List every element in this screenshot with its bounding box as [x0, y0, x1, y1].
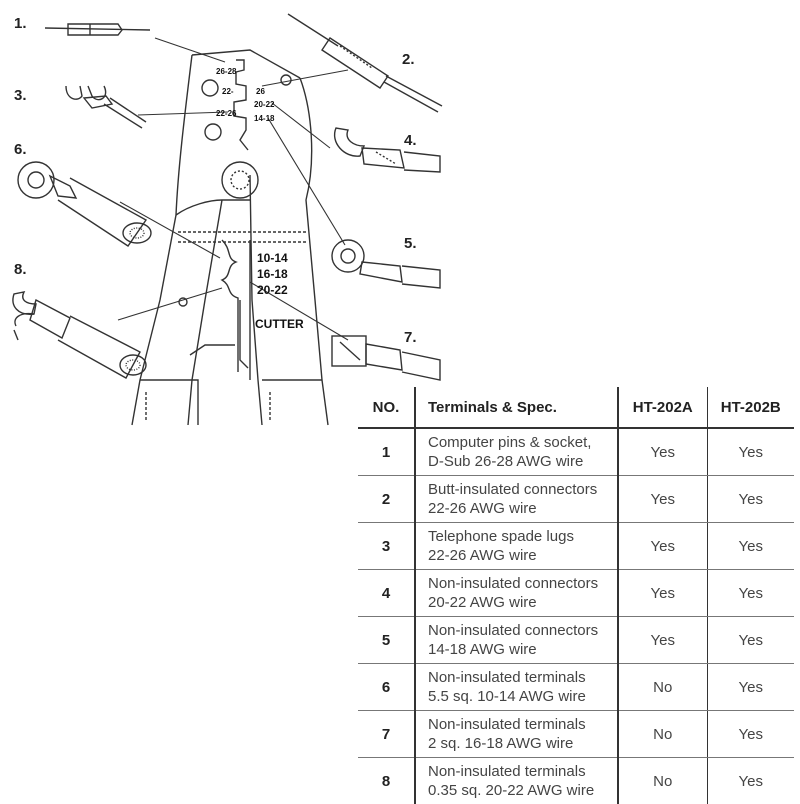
- row-number: 5: [358, 617, 415, 664]
- row-model-a-value: Yes: [618, 570, 707, 617]
- row-model-a-value: Yes: [618, 617, 707, 664]
- header-model-a: HT-202A: [618, 387, 707, 428]
- jaw-label-22: 22-: [222, 87, 234, 96]
- callout-5: 5.: [404, 235, 417, 252]
- row-number: 6: [358, 664, 415, 711]
- row-model-a-value: Yes: [618, 428, 707, 476]
- butt-connector-terminal: [288, 14, 442, 112]
- row-spec-line-1: Butt-insulated connectors: [428, 480, 617, 499]
- row-spec-line-1: Non-insulated connectors: [428, 621, 617, 640]
- jaw-label-22-26: 22-26: [216, 109, 237, 118]
- spade-lug-terminal: [66, 86, 146, 128]
- callout-1: 1.: [14, 15, 27, 32]
- callout-2: 2.: [402, 51, 415, 68]
- jaw-label-26: 26: [256, 87, 265, 96]
- row-number: 7: [358, 711, 415, 758]
- jaw-label-16-18: 16-18: [257, 267, 288, 281]
- row-spec-line-2: 2 sq. 16-18 AWG wire: [428, 734, 617, 753]
- row-model-a-value: Yes: [618, 523, 707, 570]
- row-model-b-value: Yes: [707, 476, 794, 523]
- row-number: 4: [358, 570, 415, 617]
- ring-terminal-large: [18, 162, 151, 246]
- row-model-b-value: Yes: [707, 428, 794, 476]
- computer-pin-terminal: [45, 24, 150, 35]
- fork-terminal-large: [13, 292, 146, 378]
- row-spec-line-2: 20-22 AWG wire: [428, 593, 617, 612]
- callout-6: 6.: [14, 141, 27, 158]
- row-spec-line-2: 22-26 AWG wire: [428, 546, 617, 565]
- header-model-b: HT-202B: [707, 387, 794, 428]
- row-model-a-value: Yes: [618, 476, 707, 523]
- row-spec-line-2: 0.35 sq. 20-22 AWG wire: [428, 781, 617, 800]
- callout-7: 7.: [404, 329, 417, 346]
- row-number: 1: [358, 428, 415, 476]
- ring-terminal-small: [332, 240, 440, 288]
- row-model-b-value: Yes: [707, 523, 794, 570]
- spade-connector-terminal: [335, 128, 440, 172]
- row-spec-line-2: D-Sub 26-28 AWG wire: [428, 452, 617, 471]
- jaw-label-26-28: 26-28: [216, 67, 237, 76]
- crimping-tool-illustration: [132, 50, 328, 425]
- row-model-a-value: No: [618, 664, 707, 711]
- table-header-row: NO. Terminals & Spec. HT-202A HT-202B: [358, 387, 794, 428]
- callout-3: 3.: [14, 87, 27, 104]
- row-spec-line-2: 14-18 AWG wire: [428, 640, 617, 659]
- row-spec: Computer pins & socket,D-Sub 26-28 AWG w…: [415, 428, 618, 476]
- row-model-b-value: Yes: [707, 711, 794, 758]
- row-spec-line-2: 5.5 sq. 10-14 AWG wire: [428, 687, 617, 706]
- row-number: 2: [358, 476, 415, 523]
- crimping-tool-diagram: 1. 2. 3. 4. 5. 6. 7. 8. 26-28 22- 26 20-…: [0, 0, 800, 430]
- row-model-b-value: Yes: [707, 570, 794, 617]
- row-spec-line-2: 22-26 AWG wire: [428, 499, 617, 518]
- jaw-label-20-22: 20-22: [254, 100, 275, 109]
- row-model-a-value: No: [618, 711, 707, 758]
- cutter-label: CUTTER: [255, 317, 304, 331]
- row-number: 3: [358, 523, 415, 570]
- jaw-label-20-22-lower: 20-22: [257, 283, 288, 297]
- jaw-label-14-18: 14-18: [254, 114, 275, 123]
- row-model-a-value: No: [618, 758, 707, 804]
- row-model-b-value: Yes: [707, 617, 794, 664]
- jaw-size-labels: 26-28 22- 26 20-22 22-26 14-18 10-14 16-…: [216, 67, 304, 331]
- row-model-b-value: Yes: [707, 664, 794, 711]
- row-number: 8: [358, 758, 415, 804]
- row-spec-line-1: Computer pins & socket,: [428, 433, 617, 452]
- row-spec-line-1: Non-insulated terminals: [428, 668, 617, 687]
- female-connector-terminal: [332, 336, 440, 380]
- row-model-b-value: Yes: [707, 758, 794, 804]
- callout-8: 8.: [14, 261, 27, 278]
- header-no: NO.: [358, 387, 415, 428]
- row-spec-line-1: Non-insulated connectors: [428, 574, 617, 593]
- callout-4: 4.: [404, 132, 417, 149]
- header-spec: Terminals & Spec.: [415, 387, 618, 428]
- row-spec-line-1: Telephone spade lugs: [428, 527, 617, 546]
- row-spec-line-1: Non-insulated terminals: [428, 762, 617, 781]
- jaw-label-10-14: 10-14: [257, 251, 288, 265]
- row-spec-line-1: Non-insulated terminals: [428, 715, 617, 734]
